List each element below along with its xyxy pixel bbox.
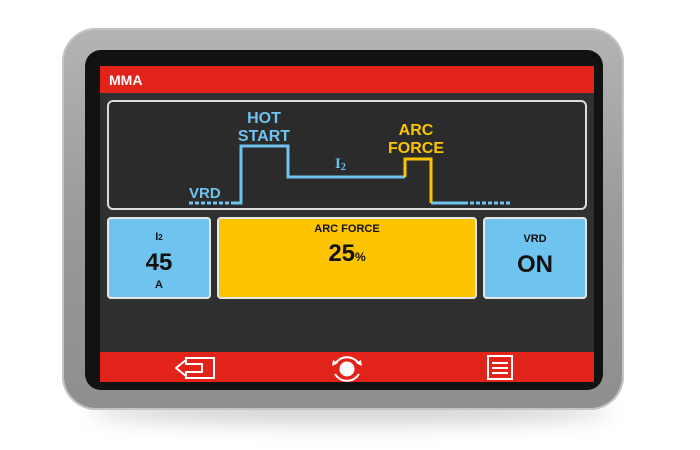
arc-force-value: 25% [219,240,475,268]
encoder-knob-icon [332,356,362,382]
current-value: 45 [145,249,173,276]
current-panel[interactable]: I2 45 A [107,217,211,299]
hot-start-label-line1: HOT [247,110,281,127]
back-arrow-icon [175,357,215,379]
vrd-label: VRD [189,185,221,202]
bottom-bar [100,352,594,382]
current-unit: A [155,279,163,291]
current-label-subscript: 2 [158,233,163,242]
title-bar: MMA [100,66,594,93]
current-label-letter: I [155,231,159,243]
menu-button[interactable] [470,352,530,382]
menu-list-icon [487,355,513,380]
i2-subscript: 2 [341,162,346,173]
arc-force-panel[interactable]: ARC FORCE 25% [217,217,477,299]
knob-button[interactable] [317,352,377,382]
vrd-panel-value: ON [517,251,553,278]
i2-letter: I [335,156,341,172]
waveform-svg: VRD HOT START I2 ARC FORCE [189,110,511,205]
back-button[interactable] [170,352,230,382]
arc-force-number: 25 [328,240,356,267]
current-label: I2 [109,231,209,243]
arc-force-label-line1: ARC [399,122,434,139]
arc-force-label: ARC FORCE [314,223,380,235]
vrd-panel-label: VRD [523,233,547,245]
vrd-panel[interactable]: VRD ON [483,217,587,299]
i2-label: I2 [335,156,346,173]
waveform-diagram: VRD HOT START I2 ARC FORCE [107,100,587,210]
arc-force-waveform [403,157,433,203]
mode-title: MMA [109,72,143,88]
hot-start-waveform [235,144,405,205]
display: MMA VRD HOT START I2 ARC FORCE I2 45 A A… [100,66,594,382]
arc-force-unit: % [355,250,366,264]
hot-start-label-line2: START [238,128,290,145]
arc-force-label-line2: FORCE [388,140,444,157]
